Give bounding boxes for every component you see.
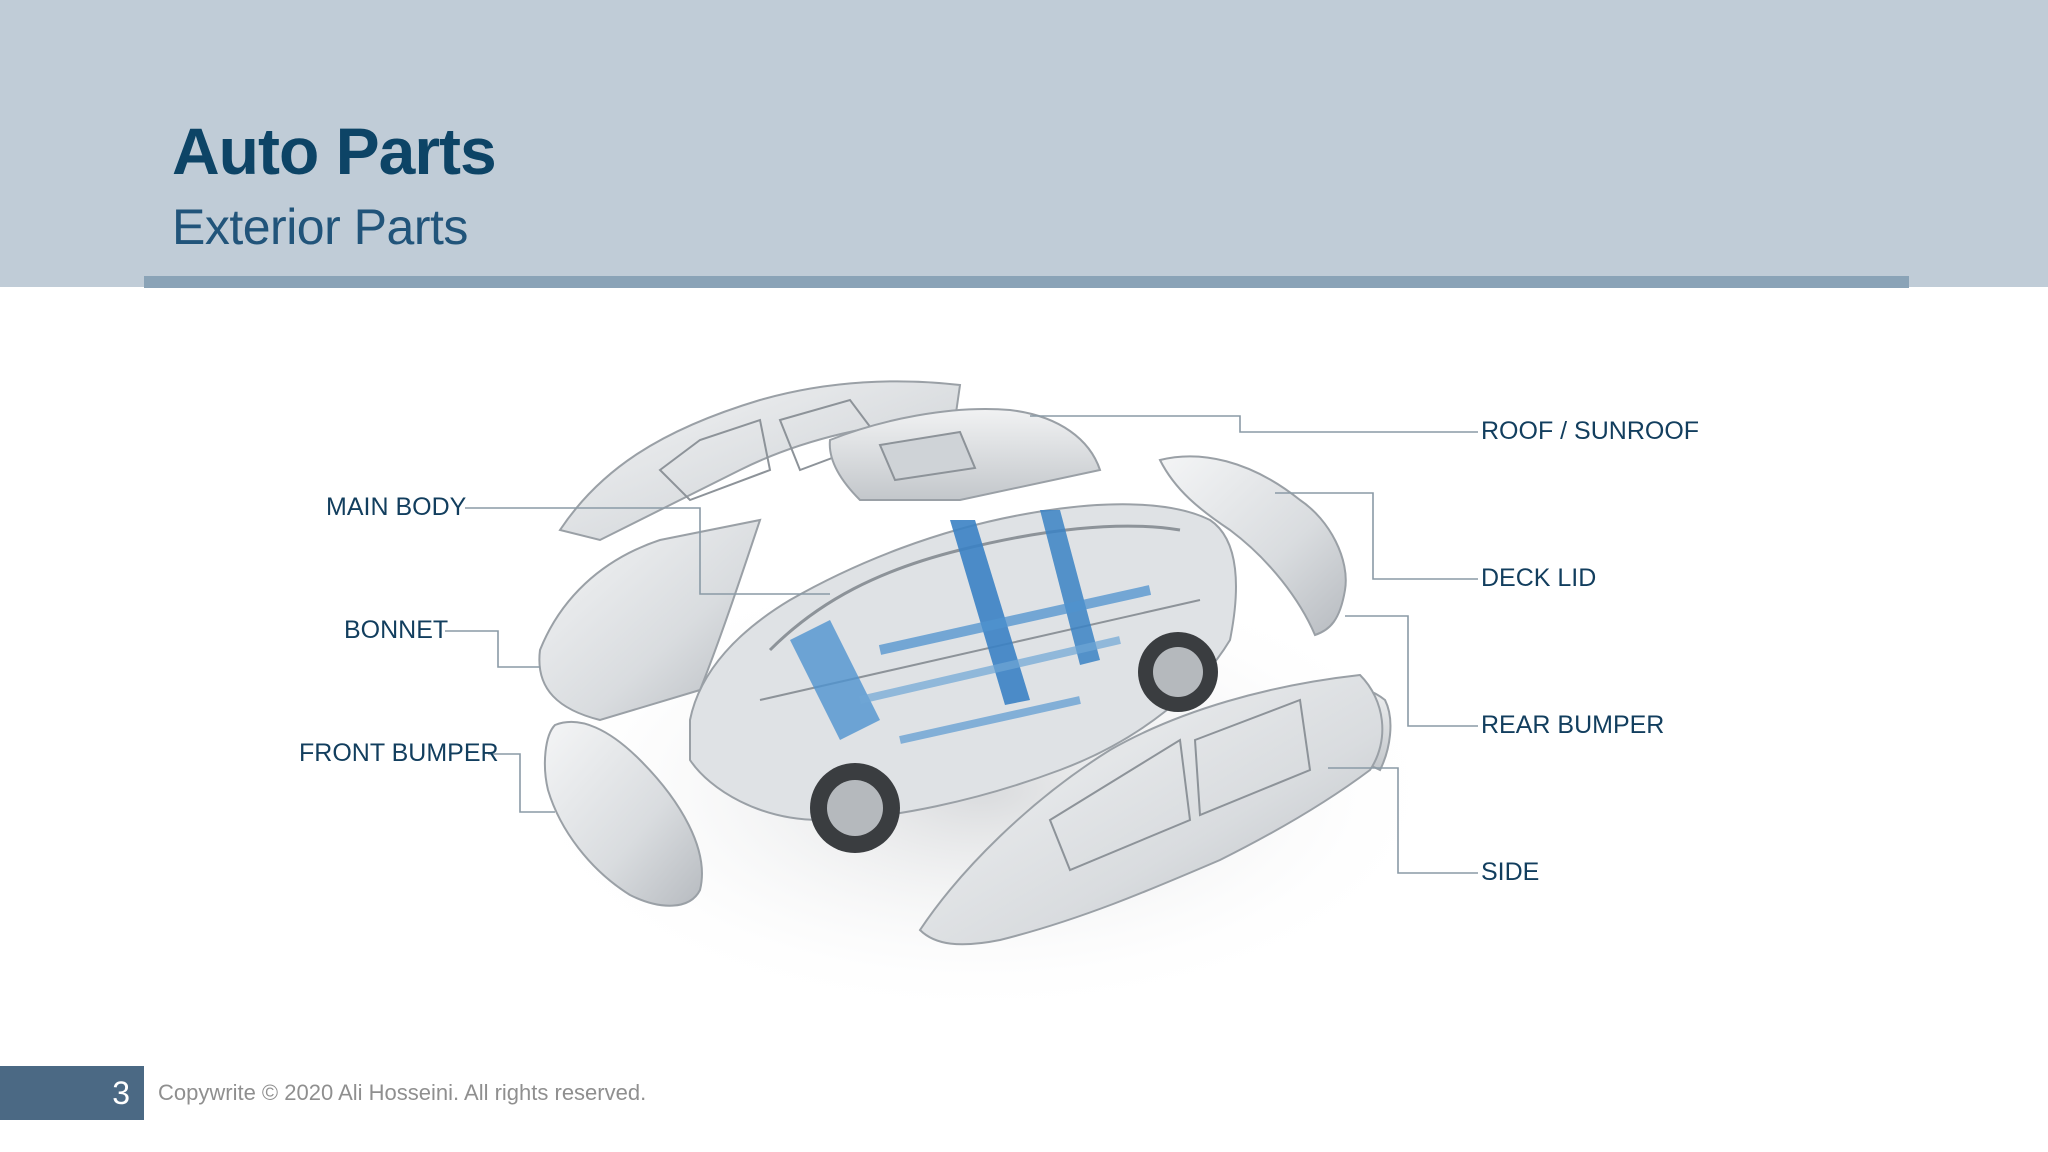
label-deck-lid: DECK LID xyxy=(1481,564,1597,592)
label-bonnet: BONNET xyxy=(344,616,449,644)
label-rear-bumper: REAR BUMPER xyxy=(1481,711,1665,739)
car-frame xyxy=(689,503,1237,853)
label-main-body: MAIN BODY xyxy=(326,493,467,521)
bonnet-panel xyxy=(538,518,762,722)
roof-panel xyxy=(828,408,1102,501)
label-front-bumper: FRONT BUMPER xyxy=(299,739,499,767)
page-number-box: 3 xyxy=(0,1066,144,1120)
main-body-panel xyxy=(558,380,962,542)
main-body-line xyxy=(465,507,830,595)
label-roof-sunroof: ROOF / SUNROOF xyxy=(1481,417,1700,445)
front-bumper-line xyxy=(488,753,555,813)
front-bumper-panel xyxy=(543,720,703,907)
roof-line xyxy=(1030,415,1478,433)
deck-lid-line xyxy=(1275,492,1478,580)
copyright-text: Copywrite © 2020 Ali Hosseini. All right… xyxy=(158,1080,647,1105)
header-divider xyxy=(144,276,1909,288)
callout-lines xyxy=(445,415,1478,874)
side-panel xyxy=(918,673,1384,946)
rear-bumper-line xyxy=(1345,615,1478,727)
label-side: SIDE xyxy=(1481,858,1540,886)
side-line xyxy=(1328,767,1478,874)
page-subtitle: Exterior Parts xyxy=(172,199,468,255)
header-band xyxy=(0,0,2048,287)
car-exploded-diagram xyxy=(445,380,1478,1020)
page-title: Auto Parts xyxy=(172,114,497,188)
deck-lid-panel xyxy=(1158,455,1347,637)
page-number: 3 xyxy=(112,1075,130,1111)
bonnet-line xyxy=(445,630,540,668)
